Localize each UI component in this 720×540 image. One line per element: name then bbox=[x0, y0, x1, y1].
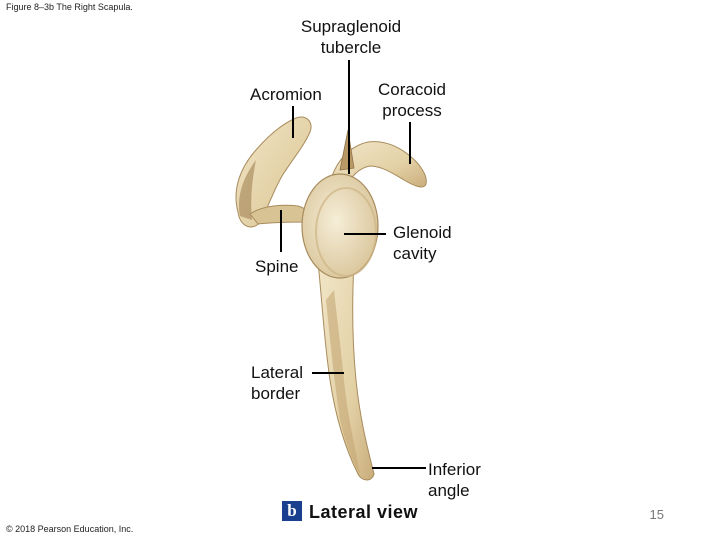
glenoid-label-line2: cavity bbox=[393, 244, 437, 263]
inferior-angle-label: Inferior angle bbox=[428, 459, 481, 501]
lateral-border-leader bbox=[312, 372, 344, 374]
spine-leader bbox=[280, 210, 282, 252]
supraglenoid-spike bbox=[339, 129, 355, 171]
figure-title: Figure 8–3b The Right Scapula. bbox=[6, 2, 133, 12]
inferior-angle-leader bbox=[372, 467, 426, 469]
glenoid-label: Glenoid cavity bbox=[393, 222, 452, 264]
acromion-shadow bbox=[238, 160, 256, 220]
page-number: 15 bbox=[649, 507, 664, 522]
acromion-leader bbox=[292, 106, 294, 138]
acromion-label: Acromion bbox=[250, 85, 322, 104]
lateral-border-shape bbox=[317, 261, 375, 481]
view-badge: b bbox=[282, 501, 302, 521]
coracoid-label-line1: Coracoid bbox=[377, 80, 447, 99]
copyright-text: © 2018 Pearson Education, Inc. bbox=[6, 524, 134, 534]
coracoid-shape bbox=[331, 141, 427, 189]
coracoid-label-line2: process bbox=[382, 101, 442, 120]
glenoid-shape bbox=[301, 173, 379, 279]
supraglenoid-label: Supraglenoid tubercle bbox=[276, 16, 426, 58]
inferior-angle-label-line1: Inferior bbox=[428, 460, 481, 479]
supraglenoid-label-line2: tubercle bbox=[320, 38, 382, 57]
view-label: Lateral view bbox=[309, 502, 419, 522]
glenoid-leader bbox=[344, 233, 386, 235]
supraglenoid-label-line1: Supraglenoid bbox=[300, 17, 402, 36]
glenoid-rim-shadow bbox=[315, 187, 377, 277]
lateral-border-label: Lateral border bbox=[251, 362, 303, 404]
lateral-border-label-line1: Lateral bbox=[251, 363, 303, 382]
inferior-angle-label-line2: angle bbox=[428, 481, 470, 500]
supraglenoid-leader bbox=[348, 60, 350, 174]
spine-label: Spine bbox=[255, 257, 299, 276]
coracoid-leader bbox=[409, 122, 411, 164]
coracoid-label: Coracoid process bbox=[362, 79, 462, 121]
glenoid-label-line1: Glenoid bbox=[393, 223, 452, 242]
lateral-border-shade bbox=[326, 290, 360, 474]
lateral-border-label-line2: border bbox=[251, 384, 301, 403]
